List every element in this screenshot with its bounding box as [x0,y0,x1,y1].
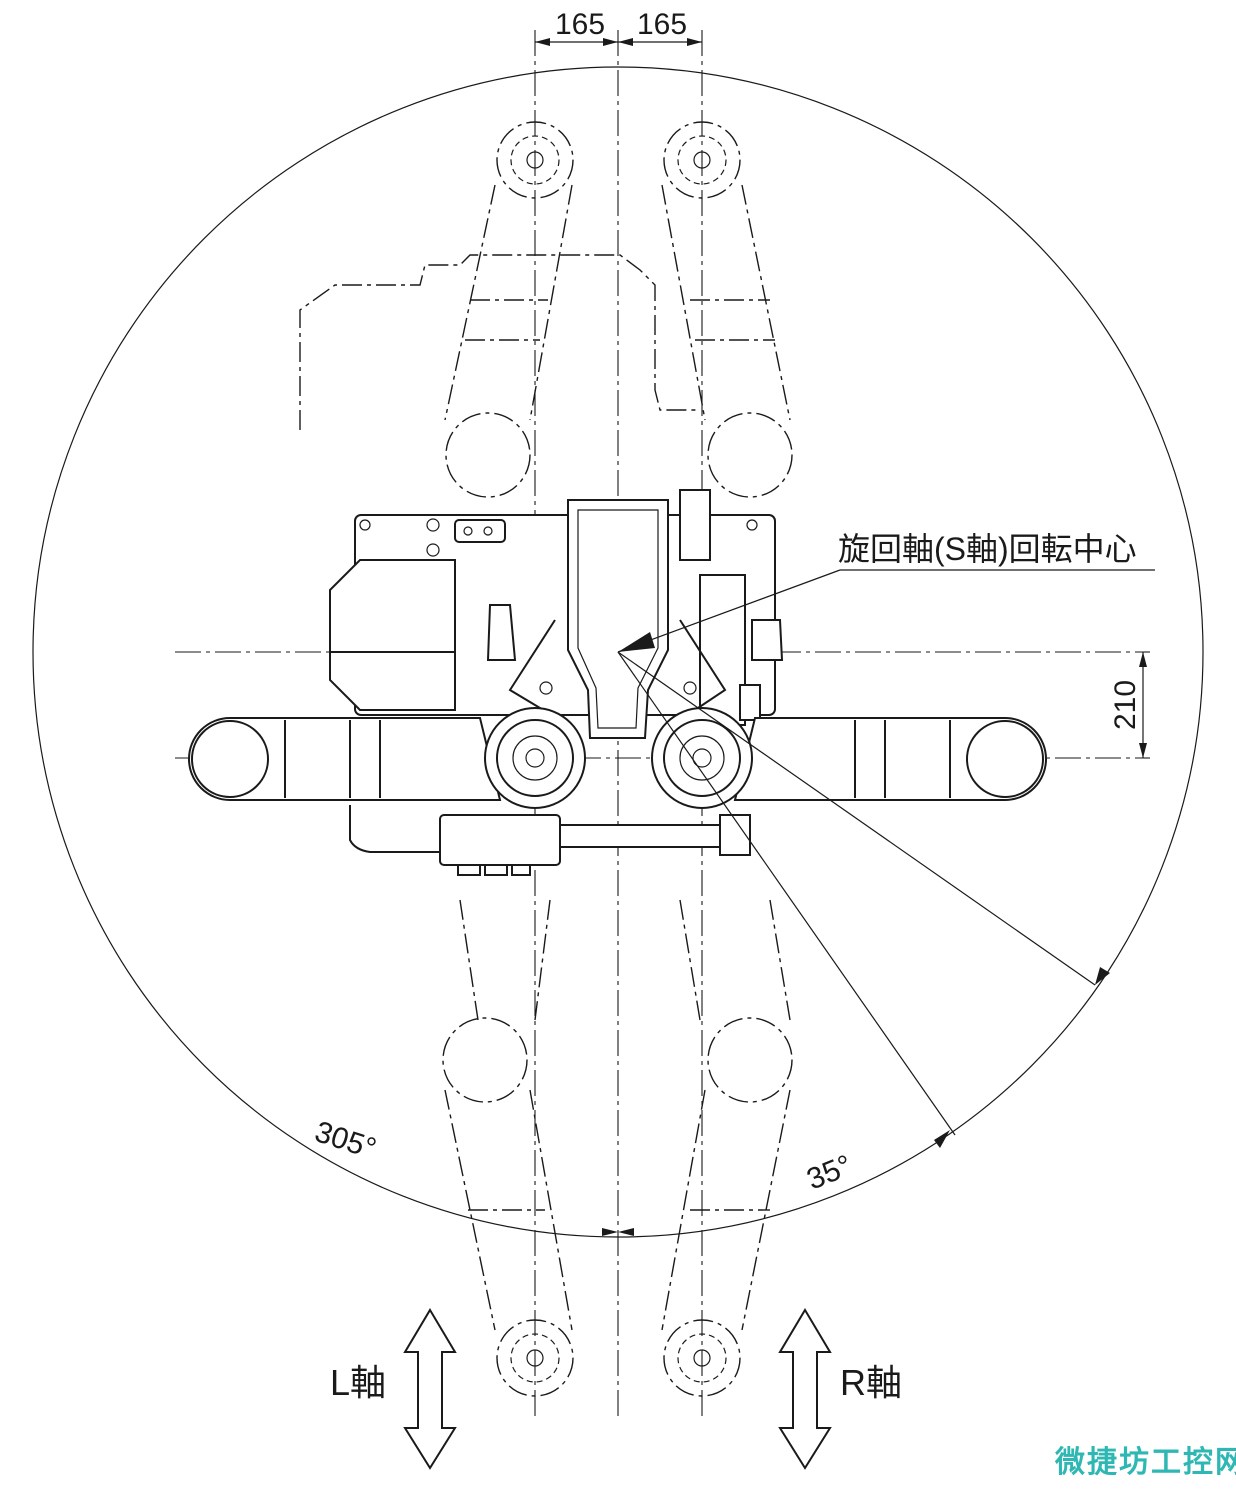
l-axis-label: L軸 [330,1362,386,1403]
angle-limit-line-2 [617,651,956,1136]
robot-main-body [329,489,784,739]
r-axis-label: R軸 [840,1362,902,1403]
dimension-top: 165 165 [535,8,702,46]
ghost-arm-lower-left [442,899,574,1397]
ghost-rear-body [299,254,700,430]
dimension-right-vertical: 210 [1109,652,1147,758]
rotation-center-callout: 旋回軸(S軸)回転中心 [617,531,1155,653]
dimension-left-165: 165 [555,8,605,41]
lower-connector-assembly [349,805,751,876]
ghost-arm-upper-right [661,121,793,498]
rotation-center-label: 旋回軸(S軸)回転中心 [838,531,1137,567]
l-axis-arrow-icon [403,1308,457,1470]
angle-arrow-2 [934,1130,950,1148]
r-axis-arrow-icon [778,1308,832,1470]
joint-flange-left [484,707,586,809]
angle-arrow-center-right [618,1228,634,1236]
ghost-arm-lower-right [661,899,793,1397]
joint-flange-right [651,707,753,809]
angle-label-305: 305° [311,1115,380,1166]
ghost-arm-upper-left [444,121,574,498]
dimension-210: 210 [1109,680,1142,730]
watermark: 微捷坊工控网 [1054,1445,1236,1480]
angle-limit-line-1 [617,651,1096,986]
horizontal-arm-right [733,717,1047,801]
dimension-right-165: 165 [637,8,687,41]
horizontal-arm-left [188,717,502,801]
angle-arrow-1 [1095,967,1110,985]
angle-arrow-center-left [602,1228,618,1236]
